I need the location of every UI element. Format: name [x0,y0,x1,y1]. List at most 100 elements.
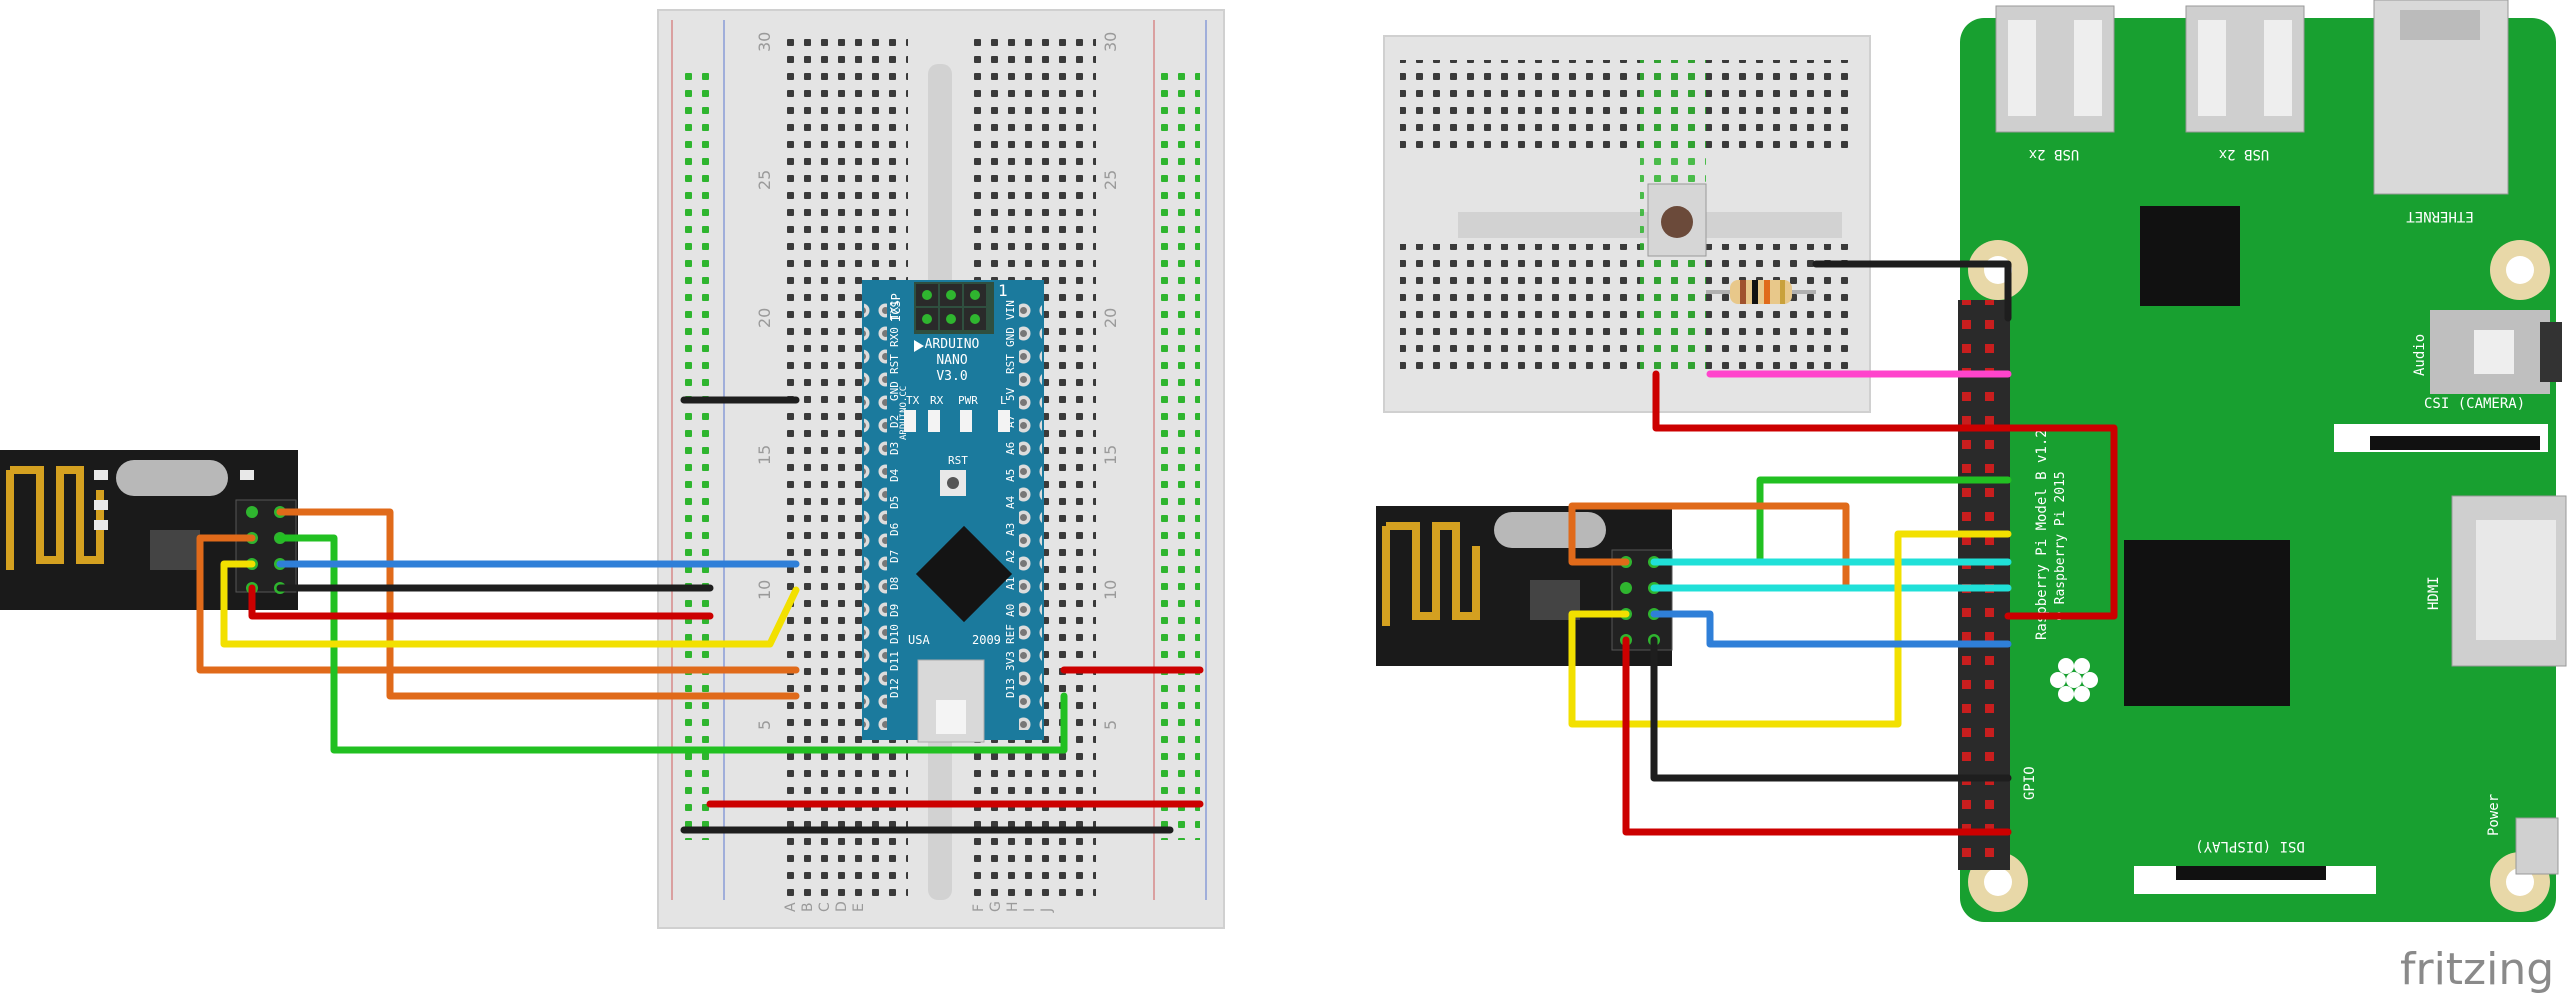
nano-right-header [1019,300,1042,730]
resistor [1706,280,1816,304]
nano-pin-label-left: D2 [888,415,901,428]
col-letter-i: I [1022,908,1038,912]
nano-pin-label-right: A4 [1004,495,1017,509]
microcontroller-chip [915,525,1013,623]
usb1-label: USB 2x [2029,146,2080,162]
fritzing-logo: fritzing [2400,944,2554,995]
nano-pin-label-right: 3V3 [1004,651,1017,671]
nano-left-header [864,300,887,730]
wire-red-right [1622,636,2012,836]
usb-port-1 [1995,5,2115,133]
col-letter-b: B [800,902,816,912]
row-number-5-right: 5 [1101,720,1120,730]
half-breadboard [1383,35,1871,413]
raspberry-pi: USB 2x USB 2x ETHERNET Audio CSI (CAMERA… [1958,0,2567,922]
nrf24-module-right [1376,506,1673,666]
ethernet-label: ETHERNET [2406,208,2474,224]
nano-pin-label-left: RST [888,354,901,374]
nano-usa: USA [908,633,930,647]
pi-model-label: Raspberry Pi Model B v1.2 [2034,429,2050,640]
row-number-20-left: 20 [755,308,774,328]
nano-pin-label-right: A1 [1004,577,1017,590]
wire-red-left [248,584,714,620]
ethernet-port [2373,0,2509,195]
row-number-15-right: 15 [1101,445,1120,465]
col-letter-e: E [851,903,867,912]
nano-pin-label-left: D3 [888,442,901,455]
col-letter-g: G [988,901,1004,912]
wire-black-right [1650,636,2012,782]
nano-name-line2: NANO [936,353,967,368]
nrf-chip [150,530,200,570]
row-number-25-left: 25 [755,170,774,190]
row-number-25-right: 25 [1101,170,1120,190]
nano-pin-label-left: D8 [888,577,901,590]
nano-pin-label-left: TX1 [888,300,901,320]
nano-pin-label-left: D7 [888,550,901,563]
col-letter-d: D [834,901,850,912]
hdmi-port [2451,495,2567,667]
nano-version: V3.0 [936,369,967,384]
col-letter-a: A [783,902,799,912]
wire-green-left [276,534,1068,754]
nano-pin-label-left: GND [888,381,901,401]
usb-port-2 [2185,5,2305,133]
nano-pin-label-left: D4 [888,468,901,482]
soc-chip [2124,540,2290,706]
audio-label: Audio [2412,334,2428,376]
row-number-15-left: 15 [755,445,774,465]
wire-green-right [1650,476,2012,566]
nano-pin-label-right: A6 [1004,442,1017,455]
nano-pin-label-right: A5 [1004,469,1017,482]
push-button[interactable] [1647,183,1707,257]
col-letter-c: C [817,902,833,912]
raspberry-logo-icon [2050,658,2098,702]
dsi-label: DSI (DISPLAY) [2195,838,2305,854]
nano-pin-label-left: D6 [888,523,901,536]
wire-blue-right [1650,610,2012,648]
wires-right [1568,260,2118,836]
nano-pin-label-right: GND [1004,327,1017,347]
nano-pin-label-left: D5 [888,496,901,509]
usb2-label: USB 2x [2219,146,2270,162]
power-port [2515,817,2559,875]
icsp-pin-one: 1 [998,281,1008,300]
wires-left [196,396,1204,834]
wire-red-button [1652,370,2118,620]
csi-label: CSI (CAMERA) [2424,396,2525,412]
wire-orange-2 [196,534,800,674]
mount-hole [1968,240,2550,912]
led-label-l: L [1000,394,1007,407]
nano-pin-label-right: REF [1004,624,1017,644]
icsp-label: ICSP [889,293,903,322]
row-number-30-left: 30 [755,32,774,52]
nano-pin-label-left: D12 [888,678,901,698]
nano-pin-label-right: A0 [1004,604,1017,617]
rst-label: RST [948,454,968,467]
led-label-pwr: PWR [958,394,978,407]
nano-pin-label-right: A3 [1004,523,1017,536]
hdmi-label: HDMI [2426,576,2442,610]
nano-pin-label-left: RX0 [888,327,901,347]
nano-pin-label-left: D10 [888,624,901,644]
power-label: Power [2486,794,2502,836]
lan-chip [2140,206,2240,306]
nano-pin-label-right: A2 [1004,550,1017,563]
nano-pin-label-right: VIN [1004,300,1017,320]
wire-yellow-left [220,560,800,648]
nano-pin-label-right: D13 [1004,678,1017,698]
nano-pin-label-right: RST [1004,354,1017,374]
wire-black-button [1812,260,2012,322]
nano-year: 2009 [972,633,1001,647]
full-breadboard: 30 25 20 15 10 5 30 25 20 15 10 5 A B C … [657,9,1225,929]
col-letter-j: J [1039,908,1055,913]
nano-name-line1: ARDUINO [925,337,980,352]
row-number-10-right: 10 [1101,580,1120,600]
nano-pin-label-right: 5V [1004,387,1017,401]
wire-yellow-right [1568,530,2012,728]
gpio-label: GPIO [2022,766,2038,800]
nano-pin-label-left: D9 [888,604,901,617]
pi-copyright: © Raspberry Pi 2015 [2053,471,2068,620]
